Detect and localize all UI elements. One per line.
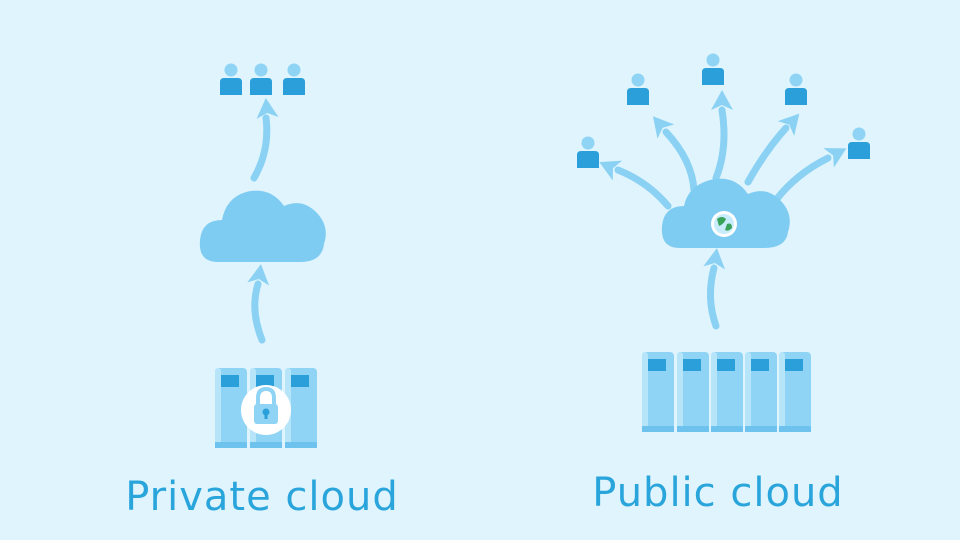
server-icon xyxy=(642,352,674,432)
arrow-cloud-to-users xyxy=(250,97,279,182)
arrow-servers-to-cloud xyxy=(703,246,728,330)
lock-icon xyxy=(241,385,291,435)
globe-icon xyxy=(711,211,737,237)
user-icon xyxy=(785,73,807,105)
user-icon xyxy=(848,127,870,159)
private-cloud-group xyxy=(199,63,326,448)
server-icon xyxy=(677,352,709,432)
public-servers xyxy=(642,352,811,432)
private-cloud-label: Private cloud xyxy=(125,474,399,520)
server-icon xyxy=(745,352,777,432)
server-icon xyxy=(711,352,743,432)
user-icon xyxy=(627,73,649,105)
user-icon xyxy=(702,53,724,85)
cloud-icon xyxy=(199,190,326,262)
user-icon xyxy=(220,63,242,95)
user-icon xyxy=(250,63,272,95)
private-users xyxy=(220,63,305,95)
user-icon xyxy=(577,136,599,168)
user-icon xyxy=(283,63,305,95)
public-cloud-label: Public cloud xyxy=(592,470,844,516)
public-cloud-group xyxy=(577,53,870,432)
server-icon xyxy=(779,352,811,432)
arrow-servers-to-cloud xyxy=(247,262,272,344)
arrows-cloud-to-users xyxy=(594,90,852,210)
